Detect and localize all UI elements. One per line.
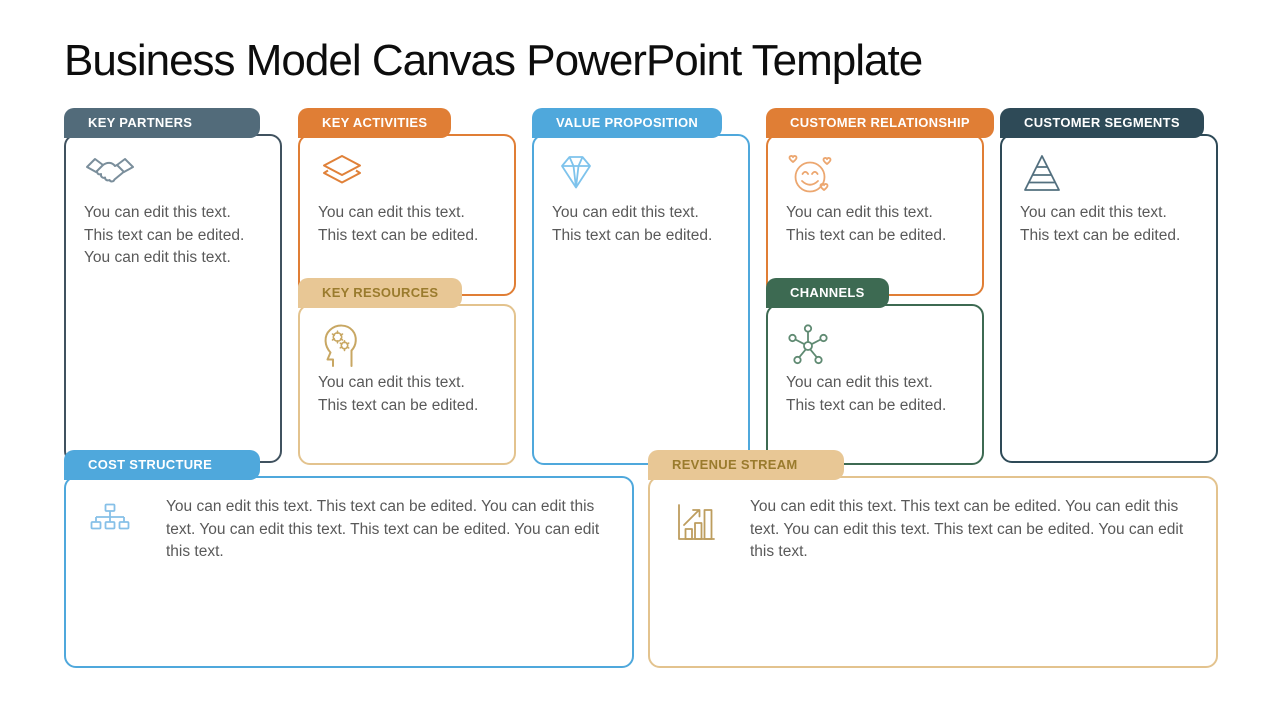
network-icon bbox=[786, 322, 964, 366]
section-tab-channels: CHANNELS bbox=[766, 278, 889, 308]
section-key-partners: KEY PARTNERS You can edit this text. Thi… bbox=[64, 108, 282, 463]
pyramid-icon bbox=[1020, 152, 1198, 196]
section-body-text: You can edit this text. This text can be… bbox=[1020, 204, 1181, 244]
section-key-resources: KEY RESOURCES You can edit this text. Th… bbox=[298, 278, 516, 465]
section-card-key-activities: You can edit this text. This text can be… bbox=[298, 134, 516, 296]
section-tab-key-partners: KEY PARTNERS bbox=[64, 108, 260, 138]
section-card-customer-relationship: You can edit this text. This text can be… bbox=[766, 134, 984, 296]
section-card-key-partners: You can edit this text. This text can be… bbox=[64, 134, 282, 463]
section-tab-revenue-stream: REVENUE STREAM bbox=[648, 450, 844, 480]
section-body-text: You can edit this text. This text can be… bbox=[318, 374, 479, 414]
section-tab-key-resources: KEY RESOURCES bbox=[298, 278, 463, 308]
section-label: CHANNELS bbox=[790, 285, 865, 300]
page-title: Business Model Canvas PowerPoint Templat… bbox=[64, 36, 923, 85]
section-body-text: You can edit this text. This text can be… bbox=[84, 204, 245, 266]
section-tab-customer-relationship: CUSTOMER RELATIONSHIP bbox=[766, 108, 994, 138]
section-value-proposition: VALUE PROPOSITION You can edit this text… bbox=[532, 108, 750, 465]
diamond-icon bbox=[552, 152, 730, 196]
section-body-text: You can edit this text. This text can be… bbox=[552, 204, 713, 244]
section-label: KEY RESOURCES bbox=[322, 285, 439, 300]
bar-chart-icon bbox=[672, 500, 716, 544]
section-cost-structure: COST STRUCTURE You can edit this text. T… bbox=[64, 450, 634, 668]
section-body-text: You can edit this text. This text can be… bbox=[318, 204, 479, 244]
section-label: REVENUE STREAM bbox=[672, 457, 798, 472]
section-body-text: You can edit this text. This text can be… bbox=[750, 498, 1184, 560]
section-label: KEY PARTNERS bbox=[88, 115, 193, 130]
section-card-revenue-stream: You can edit this text. This text can be… bbox=[648, 476, 1218, 668]
section-card-key-resources: You can edit this text. This text can be… bbox=[298, 304, 516, 465]
section-label: CUSTOMER RELATIONSHIP bbox=[790, 115, 970, 130]
layers-icon bbox=[318, 152, 496, 196]
handshake-icon bbox=[84, 152, 262, 196]
section-body-text: You can edit this text. This text can be… bbox=[166, 498, 600, 560]
section-card-customer-segments: You can edit this text. This text can be… bbox=[1000, 134, 1218, 463]
org-chart-icon bbox=[88, 500, 132, 536]
section-customer-segments: CUSTOMER SEGMENTS You can edit this text… bbox=[1000, 108, 1218, 463]
section-tab-value-proposition: VALUE PROPOSITION bbox=[532, 108, 723, 138]
section-card-value-proposition: You can edit this text. This text can be… bbox=[532, 134, 750, 465]
section-tab-cost-structure: COST STRUCTURE bbox=[64, 450, 260, 480]
section-card-channels: You can edit this text. This text can be… bbox=[766, 304, 984, 465]
section-body-text: You can edit this text. This text can be… bbox=[786, 204, 947, 244]
section-label: KEY ACTIVITIES bbox=[322, 115, 428, 130]
section-tab-key-activities: KEY ACTIVITIES bbox=[298, 108, 452, 138]
section-label: COST STRUCTURE bbox=[88, 457, 213, 472]
section-customer-relationship: CUSTOMER RELATIONSHIP You can edit this … bbox=[766, 108, 994, 296]
smiley-hearts-icon bbox=[786, 152, 964, 196]
section-tab-customer-segments: CUSTOMER SEGMENTS bbox=[1000, 108, 1204, 138]
section-channels: CHANNELS You can edit this text. This te… bbox=[766, 278, 984, 465]
section-revenue-stream: REVENUE STREAM You can edit this text. T… bbox=[648, 450, 1218, 668]
section-label: CUSTOMER SEGMENTS bbox=[1024, 115, 1180, 130]
section-body-text: You can edit this text. This text can be… bbox=[786, 374, 947, 414]
head-gears-icon bbox=[318, 322, 496, 367]
section-label: VALUE PROPOSITION bbox=[556, 115, 699, 130]
section-card-cost-structure: You can edit this text. This text can be… bbox=[64, 476, 634, 668]
section-key-activities: KEY ACTIVITIES You can edit this text. T… bbox=[298, 108, 516, 296]
